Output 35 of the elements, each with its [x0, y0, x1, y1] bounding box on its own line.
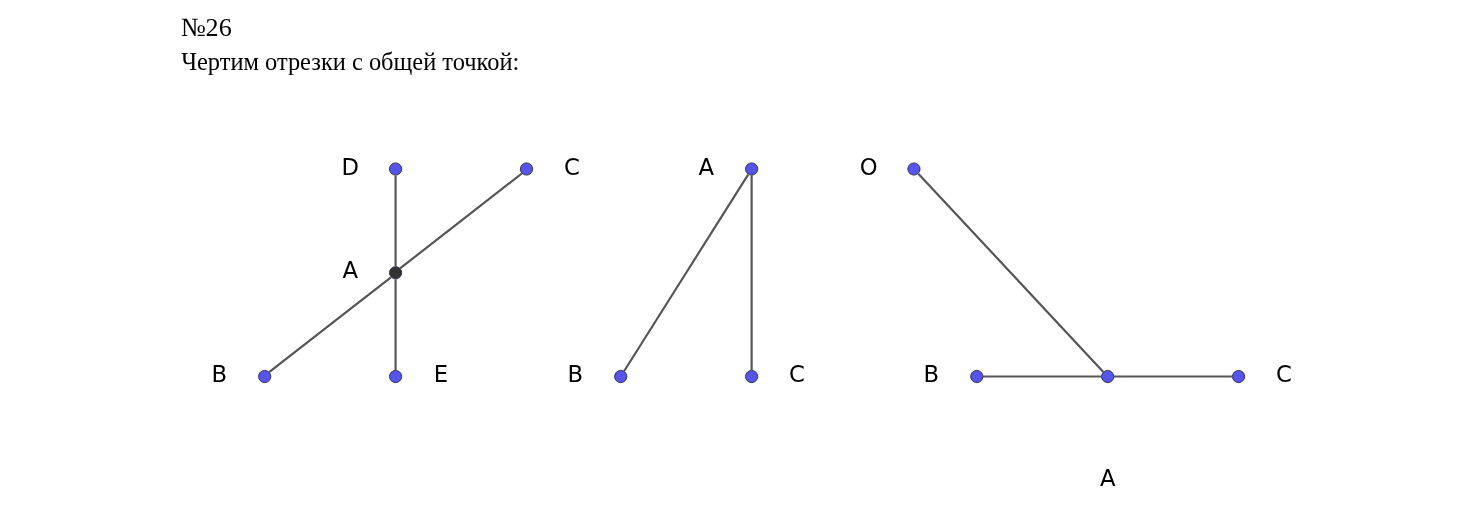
node-circle — [906, 162, 920, 176]
node-circle — [744, 369, 758, 384]
node-label: A — [1099, 464, 1115, 491]
connector — [394, 279, 397, 371]
node-circle — [388, 266, 402, 280]
node-circle — [1100, 369, 1114, 384]
node-circle — [519, 162, 533, 176]
connector — [394, 175, 397, 267]
node-label: C — [1275, 361, 1292, 388]
node-label: B — [923, 361, 939, 388]
connector — [622, 173, 749, 372]
diagram-title: №26 — [180, 13, 232, 43]
node-label: O — [859, 153, 877, 180]
node-label: D — [340, 153, 359, 180]
connector — [982, 375, 1101, 378]
node-label: B — [567, 361, 583, 388]
node-circle — [388, 162, 402, 176]
node-label: C — [563, 153, 580, 180]
node-label: B — [211, 361, 227, 388]
node-label: E — [433, 361, 448, 388]
node-circle — [257, 369, 271, 384]
node-circle — [613, 369, 627, 384]
connector — [1113, 375, 1232, 378]
connector — [398, 172, 522, 270]
connector — [267, 276, 392, 374]
node-label: A — [697, 153, 714, 180]
connector — [750, 175, 753, 371]
node-label: C — [788, 361, 805, 388]
node-circle — [388, 369, 402, 384]
label: Чертим отрезки с общей точкой: — [180, 48, 519, 76]
node-circle — [744, 162, 758, 176]
node-circle — [1231, 369, 1245, 384]
connector — [917, 172, 1104, 373]
node-label: A — [341, 257, 358, 284]
node-circle — [969, 369, 983, 384]
